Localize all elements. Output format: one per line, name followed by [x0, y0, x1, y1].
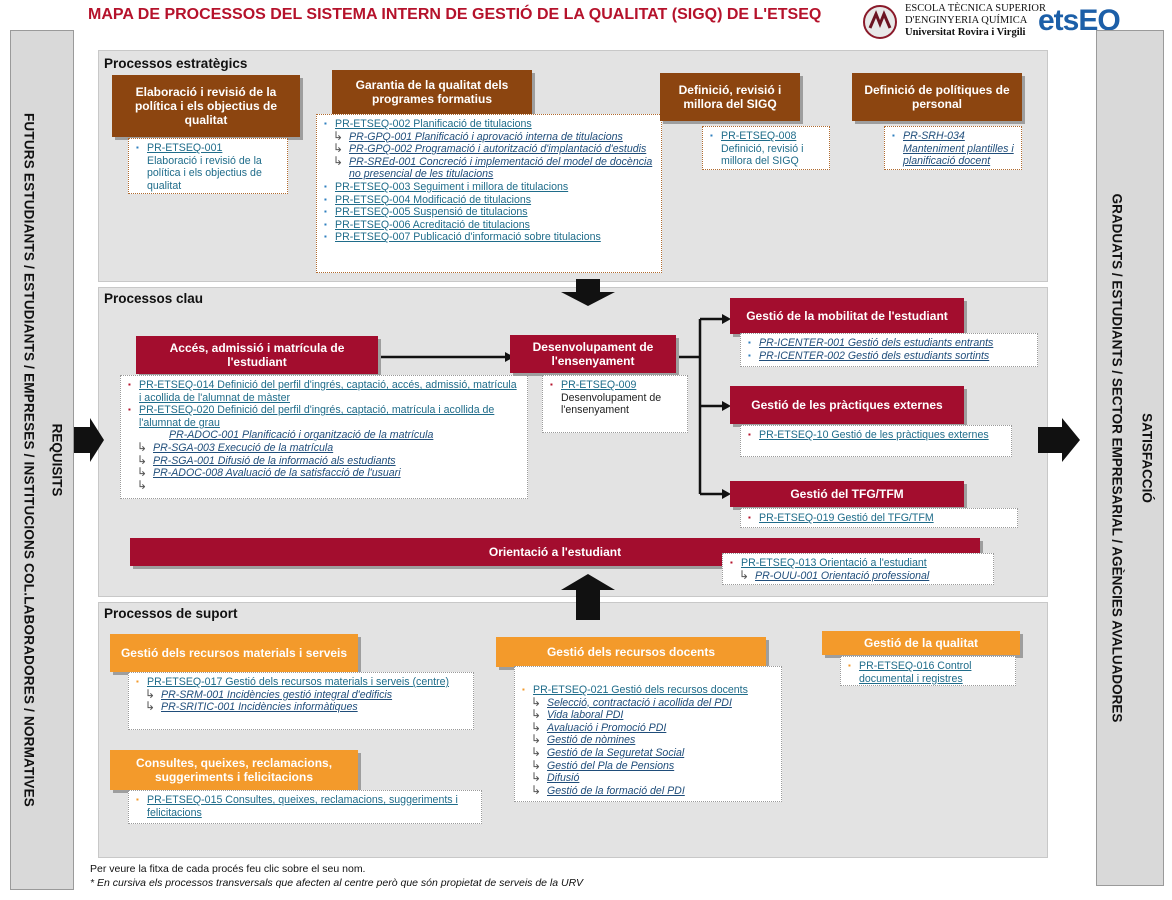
pr-etseq-004-link[interactable]: PR-ETSEQ-004 Modificació de titulacions	[335, 193, 532, 206]
pr-etseq-008-link[interactable]: PR-ETSEQ-008	[721, 130, 797, 142]
tfg-process-box[interactable]: Gestió del TFG/TFM	[730, 481, 964, 507]
pr-ouu-001-link[interactable]: PR-OUU-001 Orientació professional	[755, 569, 930, 582]
materials-process-box[interactable]: Gestió dels recursos materials i serveis	[110, 634, 358, 672]
social-security-link[interactable]: Gestió de la Seguretat Social	[547, 746, 685, 759]
pr-etseq-021-link[interactable]: PR-ETSEQ-021 Gestió dels recursos docent…	[533, 684, 748, 696]
urv-logo-icon	[863, 5, 897, 39]
pr-sritic-001-link[interactable]: PR-SRITIC-001 Incidències informàtiques	[161, 701, 358, 714]
pr-etseq-014-link[interactable]: PR-ETSEQ-014 Definició del perfil d'ingr…	[139, 379, 517, 404]
pr-etseq-001-link[interactable]: PR-ETSEQ-001	[147, 142, 223, 154]
complaints-process-list: PR-ETSEQ-015 Consultes, queixes, reclama…	[128, 790, 482, 824]
teaching-resources-list: PR-ETSEQ-021 Gestió dels recursos docent…	[514, 666, 782, 802]
pr-etseq-002-link[interactable]: PR-ETSEQ-002 Planificació de titulacions	[335, 118, 532, 130]
quality-programs-box[interactable]: Garantia de la qualitat dels programes f…	[332, 70, 532, 114]
pr-sga-001-link[interactable]: PR-SGA-001 Difusió de la informació als …	[153, 454, 396, 467]
pr-adoc-001-link[interactable]: PR-ADOC-001 Planificació i organització …	[169, 429, 434, 442]
pr-gpq-002-link[interactable]: PR-GPQ-002 Programació i autorització d'…	[349, 143, 647, 156]
strategic-title: Processos estratègics	[104, 56, 248, 71]
page-title: MAPA DE PROCESSOS DEL SISTEMA INTERN DE …	[88, 6, 822, 23]
policy-process-box[interactable]: Elaboració i revisió de la política i el…	[112, 75, 300, 137]
satisfaccio-label: SATISFACCIÓ	[1139, 413, 1155, 503]
pdi-career-link[interactable]: Vida laboral PDI	[547, 709, 624, 722]
pr-etseq-007-link[interactable]: PR-ETSEQ-007 Publicació d'informació sob…	[335, 231, 601, 244]
teaching-resources-box[interactable]: Gestió dels recursos docents	[496, 637, 766, 667]
support-title: Processos de suport	[104, 606, 238, 621]
left-sidebar-text: FUTURS ESTUDIANTS / ESTUDIANTS / EMPRESE…	[21, 112, 37, 808]
pr-etseq-015-link[interactable]: PR-ETSEQ-015 Consultes, queixes, reclama…	[147, 794, 458, 819]
pr-etseq-009-link[interactable]: PR-ETSEQ-009	[561, 379, 637, 391]
pdi-training-link[interactable]: Gestió de la formació del PDI	[547, 784, 685, 797]
school-logo-text: ESCOLA TÈCNICA SUPERIOR D'ENGINYERIA QUÍ…	[905, 3, 1046, 38]
pr-gpq-001-link[interactable]: PR-GPQ-001 Planificació i aprovació inte…	[349, 130, 623, 143]
mobility-process-list: PR-ICENTER-001 Gestió dels estudiants en…	[740, 333, 1038, 367]
mobility-process-box[interactable]: Gestió de la mobilitat de l'estudiant	[730, 298, 964, 334]
tfg-process-list: PR-ETSEQ-019 Gestió del TFG/TFM	[740, 508, 1018, 528]
quality-programs-list: PR-ETSEQ-002 Planificació de titulacions…	[316, 114, 662, 273]
right-sidebar: GRADUATS / ESTUDIANTS / SECTOR EMPRESARI…	[1096, 30, 1164, 886]
footer-note: Per veure la fitxa de cada procés feu cl…	[90, 863, 366, 875]
pr-srh-034-link[interactable]: PR-SRH-034	[903, 130, 965, 142]
access-process-box[interactable]: Accés, admissió i matrícula de l'estudia…	[136, 336, 378, 374]
pr-etseq-006-link[interactable]: PR-ETSEQ-006 Acreditació de titulacions	[335, 218, 530, 231]
staff-policy-list: PR-SRH-034 Manteniment plantilles i plan…	[884, 126, 1022, 170]
quality-mgmt-list: PR-ETSEQ-016 Control documental i regist…	[840, 656, 1016, 686]
pdi-evaluation-link[interactable]: Avaluació i Promoció PDI	[547, 721, 667, 734]
policy-process-list: PR-ETSEQ-001 Elaboració i revisió de la …	[128, 138, 288, 194]
materials-process-list: PR-ETSEQ-017 Gestió dels recursos materi…	[128, 672, 474, 730]
pension-plan-link[interactable]: Gestió del Pla de Pensions	[547, 759, 675, 772]
teaching-process-list: PR-ETSEQ-009 Desenvolupament de l'enseny…	[542, 375, 688, 433]
orientation-process-list: PR-ETSEQ-013 Orientació a l'estudiant PR…	[722, 553, 994, 585]
pr-adoc-008-link[interactable]: PR-ADOC-008 Avaluació de la satisfacció …	[153, 467, 401, 480]
practices-process-list: PR-ETSEQ-10 Gestió de les pràctiques ext…	[740, 425, 1012, 457]
pr-etseq-017-link[interactable]: PR-ETSEQ-017 Gestió dels recursos materi…	[147, 676, 450, 688]
key-title: Processos clau	[104, 291, 204, 306]
right-sidebar-text: GRADUATS / ESTUDIANTS / SECTOR EMPRESARI…	[1109, 193, 1125, 723]
pr-etseq-013-link[interactable]: PR-ETSEQ-013 Orientació a l'estudiant	[741, 557, 927, 569]
complaints-process-box[interactable]: Consultes, queixes, reclamacions, sugger…	[110, 750, 358, 790]
staff-policy-box[interactable]: Definició de polítiques de personal	[852, 73, 1022, 121]
pr-etseq-020-link[interactable]: PR-ETSEQ-020 Definició del perfil d'ingr…	[139, 404, 495, 429]
pr-sga-003-link[interactable]: PR-SGA-003 Execució de la matrícula	[153, 441, 334, 454]
pr-srm-001-link[interactable]: PR-SRM-001 Incidències gestió integral d…	[161, 688, 393, 701]
access-process-list: PR-ETSEQ-014 Definició del perfil d'ingr…	[120, 375, 528, 499]
sigq-process-box[interactable]: Definició, revisió i millora del SIGQ	[660, 73, 800, 121]
quality-mgmt-box[interactable]: Gestió de la qualitat	[822, 631, 1020, 655]
pr-icenter-002-link[interactable]: PR-ICENTER-002 Gestió dels estudiants so…	[759, 349, 990, 362]
sigq-process-list: PR-ETSEQ-008 Definició, revisió i millor…	[702, 126, 830, 170]
requisits-label: REQUISITS	[49, 423, 65, 497]
pr-sred-001-link[interactable]: PR-SREd-001 Concreció i implementació de…	[349, 155, 653, 181]
pr-etseq-005-link[interactable]: PR-ETSEQ-005 Suspensió de titulacions	[335, 206, 528, 219]
pr-etseq-003-link[interactable]: PR-ETSEQ-003 Seguiment i millora de titu…	[335, 180, 569, 193]
pr-etseq-019-link[interactable]: PR-ETSEQ-019 Gestió del TFG/TFM	[759, 512, 934, 524]
footer-note-italic: * En cursiva els processos transversals …	[90, 877, 583, 889]
pr-icenter-001-link[interactable]: PR-ICENTER-001 Gestió dels estudiants en…	[759, 337, 994, 349]
diffusion-link[interactable]: Difusió	[547, 772, 580, 785]
pdi-selection-link[interactable]: Selecció, contractació i acollida del PD…	[547, 696, 732, 709]
teaching-process-box[interactable]: Desenvolupament de l'ensenyament	[510, 335, 676, 373]
pr-etseq-016-link[interactable]: PR-ETSEQ-016 Control documental i regist…	[859, 660, 972, 685]
practices-process-box[interactable]: Gestió de les pràctiques externes	[730, 386, 964, 424]
pr-etseq-10-link[interactable]: PR-ETSEQ-10 Gestió de les pràctiques ext…	[759, 429, 989, 441]
left-sidebar: FUTURS ESTUDIANTS / ESTUDIANTS / EMPRESE…	[10, 30, 74, 890]
payroll-link[interactable]: Gestió de nòmines	[547, 734, 636, 747]
